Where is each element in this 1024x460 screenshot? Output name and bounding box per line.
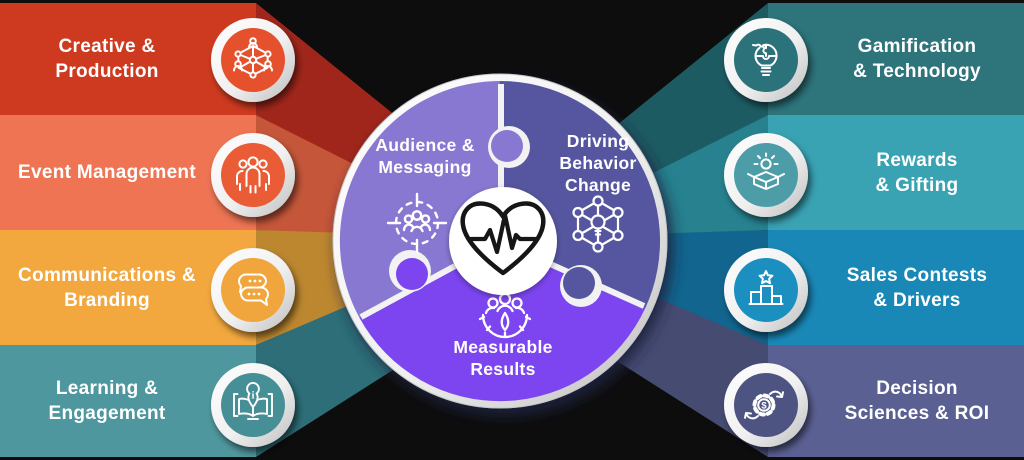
- medallion-sales-contests: [724, 248, 808, 332]
- band-sales-contests: [768, 230, 1024, 345]
- band-rewards-gifting: [768, 115, 1024, 230]
- gift-box-bulb-icon: [747, 152, 785, 190]
- puzzle-lightbulb-icon: [752, 43, 778, 76]
- medallion-communications-branding: [211, 248, 295, 332]
- people-group-icon: [236, 156, 270, 194]
- wheel-center: [449, 187, 557, 295]
- audience-target-icon: [386, 192, 448, 254]
- band-gamification-technology: [768, 3, 1024, 115]
- knob-top: [491, 130, 523, 162]
- band-decision-sciences: [768, 345, 1024, 457]
- podium-star-icon: [748, 270, 784, 305]
- medallion-learning-engagement: i: [211, 363, 295, 447]
- info-glyph: i: [252, 391, 255, 402]
- medallion-decision-sciences: $: [724, 363, 808, 447]
- network-people-icon: [233, 37, 273, 79]
- book-info-pin-icon: i: [233, 382, 273, 420]
- gear-dollar-arrows-icon: $: [744, 390, 784, 420]
- knob-left: [396, 258, 428, 290]
- medallion-creative-production: [211, 18, 295, 102]
- medallion-gamification-technology: [724, 18, 808, 102]
- chat-bubbles-icon: [238, 273, 269, 306]
- medallion-event-management: [211, 133, 295, 217]
- knob-right: [563, 267, 595, 299]
- medallion-rewards-gifting: [724, 133, 808, 217]
- heartbeat-heart-icon: [460, 201, 546, 276]
- behavior-network-icon: [572, 195, 624, 253]
- dollar-glyph: $: [761, 400, 767, 411]
